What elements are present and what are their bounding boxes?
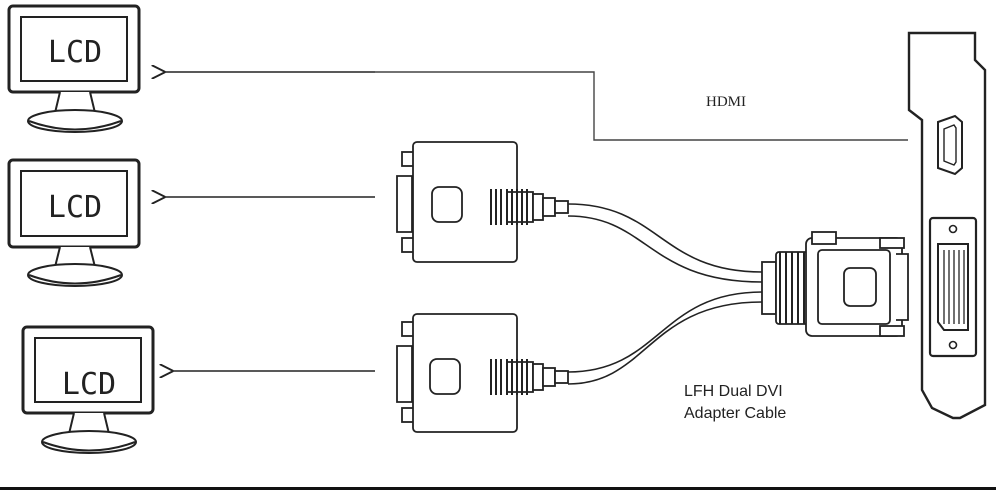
lcd-label-middle: LCD — [48, 190, 102, 225]
y-split-cable — [567, 203, 763, 385]
adapter-cable-label-line1: LFH Dual DVI — [684, 383, 783, 400]
lcd-label-top: LCD — [48, 35, 102, 70]
adapter-cable-label-line2: Adapter Cable — [684, 405, 786, 422]
dvi-connector-upper — [396, 141, 569, 263]
lcd-monitor-bottom: LCD — [21, 325, 155, 454]
hdmi-port-icon — [937, 114, 963, 176]
lfh-connector — [761, 231, 909, 337]
dvi-connector-lower — [396, 313, 569, 433]
hdmi-label: HDMI — [706, 94, 746, 110]
hdmi-cable-line — [375, 71, 908, 141]
lfh-port-icon — [928, 216, 978, 358]
lcd-monitor-top: LCD — [7, 4, 141, 133]
lcd-monitor-middle: LCD — [7, 158, 141, 287]
lcd-label-bottom: LCD — [62, 367, 116, 402]
bottom-divider — [0, 487, 996, 490]
